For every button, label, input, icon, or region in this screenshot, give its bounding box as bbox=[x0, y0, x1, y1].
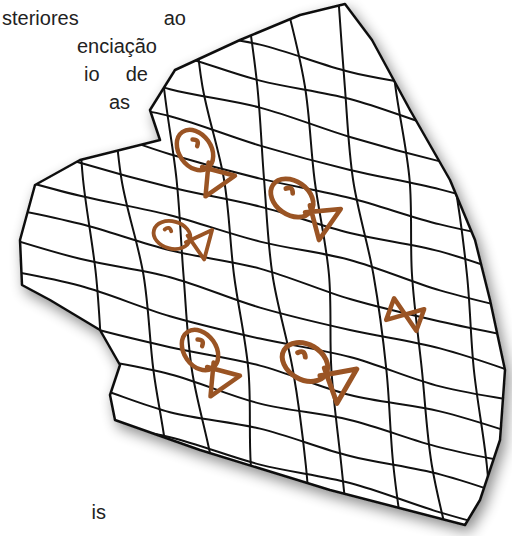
fish-drawing bbox=[386, 298, 424, 331]
text-fragment: steriores ao bbox=[2, 6, 186, 30]
net-strand bbox=[157, 0, 225, 536]
net-strand bbox=[476, 0, 512, 536]
fish-drawing bbox=[150, 215, 212, 259]
fish-drawing bbox=[274, 333, 357, 404]
net-strand bbox=[0, 294, 512, 438]
net-strand bbox=[0, 391, 512, 536]
fish-group bbox=[150, 122, 424, 404]
net-strand bbox=[0, 204, 512, 339]
text-fragment: as bbox=[2, 90, 130, 114]
net-strand bbox=[0, 171, 512, 312]
net-strand bbox=[0, 267, 512, 402]
net-strand bbox=[283, 0, 351, 536]
net-strand bbox=[385, 0, 453, 536]
net-strand bbox=[425, 0, 493, 536]
net-strand bbox=[0, 232, 512, 377]
text-fragment: enciação bbox=[2, 34, 157, 58]
fish-drawing bbox=[173, 322, 240, 397]
fish-drawing bbox=[262, 169, 340, 240]
text-fragment: is bbox=[2, 500, 106, 524]
net-strand bbox=[192, 0, 260, 536]
net-strand bbox=[0, 333, 512, 465]
net-strand bbox=[0, 0, 512, 120]
net-strand bbox=[0, 45, 512, 180]
net-strand bbox=[338, 0, 406, 536]
net-strand bbox=[244, 0, 312, 536]
net-strand bbox=[0, 133, 512, 281]
text-fragment: io de bbox=[84, 62, 148, 86]
fish-drawing bbox=[168, 122, 235, 197]
